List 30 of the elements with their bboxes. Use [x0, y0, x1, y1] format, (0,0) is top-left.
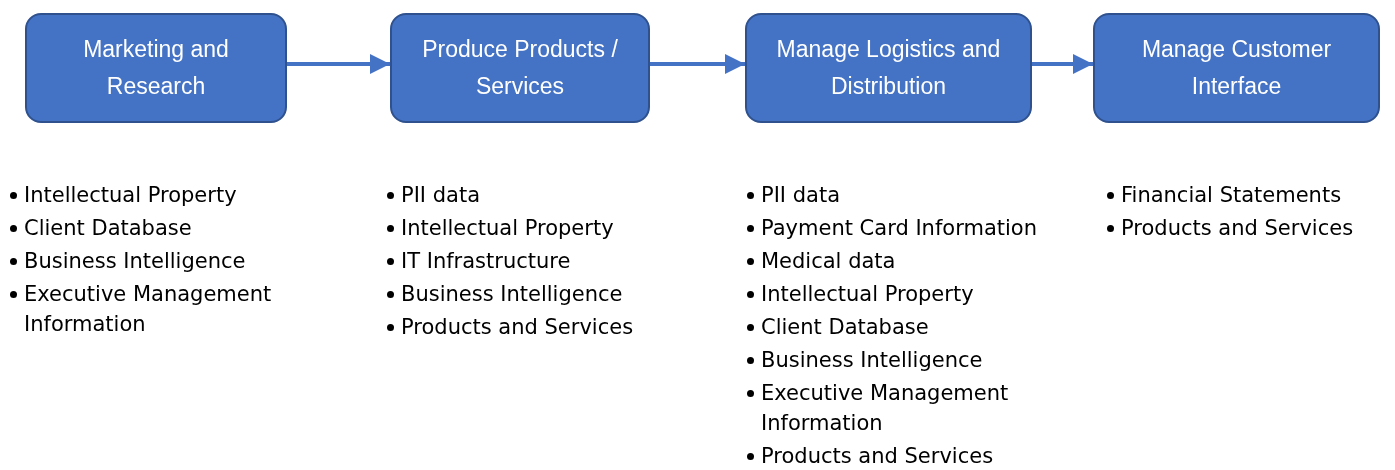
bullet-item: Payment Card Information [745, 213, 1075, 243]
box-title: Produce Products / Services [421, 35, 619, 101]
bullet-item: Products and Services [745, 441, 1075, 470]
bullet-item: Intellectual Property [385, 213, 685, 243]
bullet-item: Intellectual Property [8, 180, 308, 210]
bullet-item: PII data [745, 180, 1075, 210]
bullet-item: Executive Management Information [8, 279, 308, 339]
arrow [287, 54, 390, 74]
bullet-item: Products and Services [1105, 213, 1395, 243]
bullet-item: Business Intelligence [385, 279, 685, 309]
box-title: Manage Customer Interface [1140, 35, 1333, 101]
arrow [650, 54, 745, 74]
bullet-item: Intellectual Property [745, 279, 1075, 309]
bullet-item: Client Database [8, 213, 308, 243]
bullet-item: Business Intelligence [745, 345, 1075, 375]
process-box [745, 13, 1032, 123]
process-box [390, 13, 650, 123]
process-box [1093, 13, 1380, 123]
box-title: Manage Logistics and Distribution [775, 35, 1002, 101]
process-box [25, 13, 287, 123]
bullet-item: Medical data [745, 246, 1075, 276]
bullet-item: PII data [385, 180, 685, 210]
box-title: Marketing and Research [82, 35, 230, 101]
arrow [1032, 54, 1093, 74]
bullet-item: Financial Statements [1105, 180, 1395, 210]
bullet-item: Business Intelligence [8, 246, 308, 276]
bullet-item: Executive Management Information [745, 378, 1075, 438]
bullet-item: Client Database [745, 312, 1075, 342]
bullet-item: Products and Services [385, 312, 685, 342]
bullet-item: IT Infrastructure [385, 246, 685, 276]
